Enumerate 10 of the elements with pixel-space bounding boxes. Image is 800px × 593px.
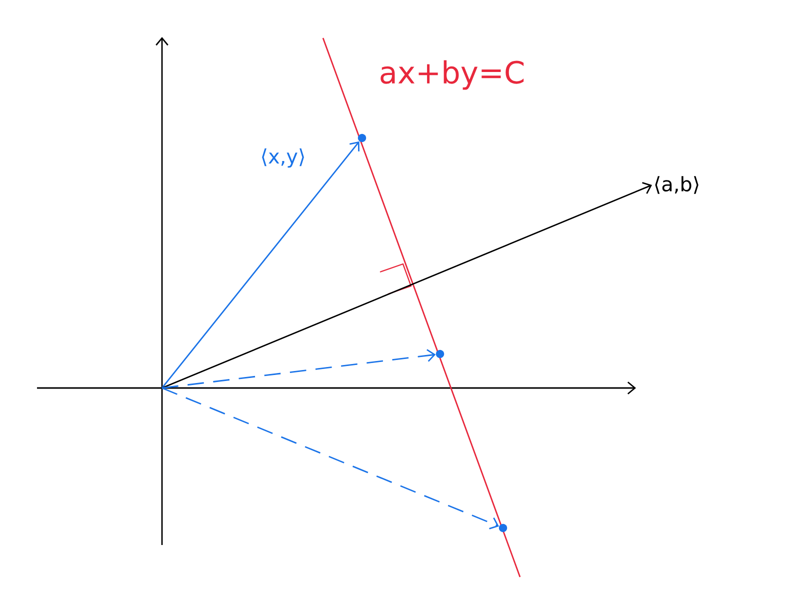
vector-arrow (162, 182, 652, 389)
edge-label: ⟨x,y⟩ (259, 147, 307, 169)
vector-arrow (162, 387, 499, 530)
point (498, 524, 508, 532)
vector-arrow (161, 141, 360, 388)
vector-label: ⟨a,b⟩ (655, 176, 698, 194)
point (358, 134, 366, 142)
vector-arrow (162, 349, 436, 389)
equation-label: ax+by=C (380, 60, 524, 90)
point (436, 350, 444, 358)
